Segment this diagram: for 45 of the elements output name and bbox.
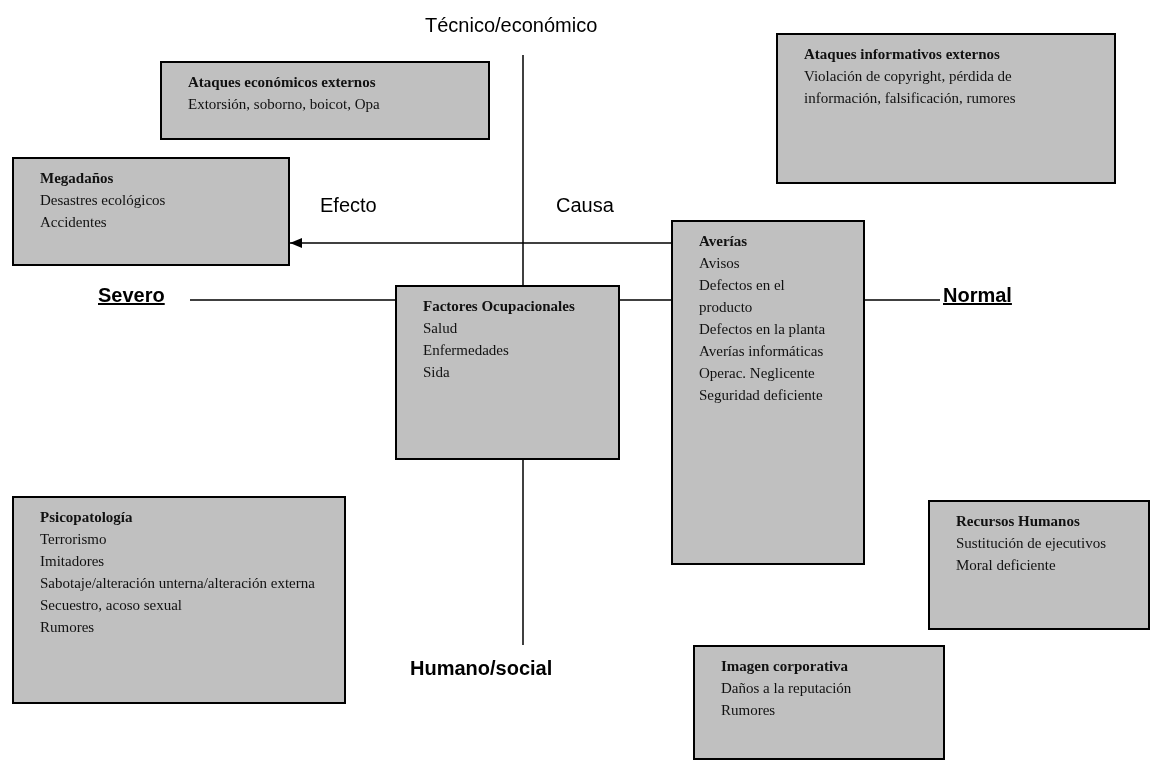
box-item: Secuestro, acoso sexual [40,596,184,615]
category-box [160,61,490,140]
box-item: Operac. Neglicente [699,364,816,383]
box-item: Seguridad deficiente [699,386,824,405]
axis-label: Técnico/económico [425,13,598,38]
box-item: Defectos en la planta [699,320,827,339]
box-item: Imitadores [40,552,106,571]
box-item: Violación de copyright, pérdida de información, falsificación, rumores [804,67,1017,108]
box-item: Sida [423,363,451,382]
box-heading: Ataques informativos externos [804,45,1001,64]
box-item: Moral deficiente [956,556,1057,575]
category-box [12,157,290,266]
box-heading: Ataques económicos externos [188,73,377,92]
category-box [12,496,346,704]
box-item: Desastres ecológicos [40,191,167,210]
box-heading: Psicopatología [40,508,134,527]
category-box [693,645,945,760]
box-heading: Megadaños [40,169,115,188]
box-heading: Recursos Humanos [956,512,1081,531]
box-heading: Averías [699,232,749,251]
box-item: Enfermedades [423,341,510,360]
box-item: Avisos [699,254,741,273]
axis-label: Normal [943,283,1012,308]
axis-label: Efecto [320,193,377,218]
arrow [289,238,672,248]
box-item: Averías informáticas [699,342,825,361]
box-item: Daños a la reputación [721,679,853,698]
category-box [395,285,620,460]
axis-label: Causa [556,193,614,218]
box-item: Salud [423,319,459,338]
axis-label: Humano/social [410,656,553,681]
box-item: Sustitución de ejecutivos [956,534,1107,553]
box-item: Defectos en el producto [699,276,786,317]
box-item: Accidentes [40,213,108,232]
box-heading: Factores Ocupacionales [423,297,576,316]
category-box [776,33,1116,184]
category-box [928,500,1150,630]
axis-label: Severo [98,283,165,308]
category-box [671,220,865,565]
box-item: Rumores [40,618,96,637]
box-item: Rumores [721,701,777,720]
box-heading: Imagen corporativa [721,657,850,676]
box-item: Extorsión, soborno, boicot, Opa [188,95,381,114]
box-item: Sabotaje/alteración unterna/alteración externa [40,574,316,593]
box-item: Terrorismo [40,530,108,549]
